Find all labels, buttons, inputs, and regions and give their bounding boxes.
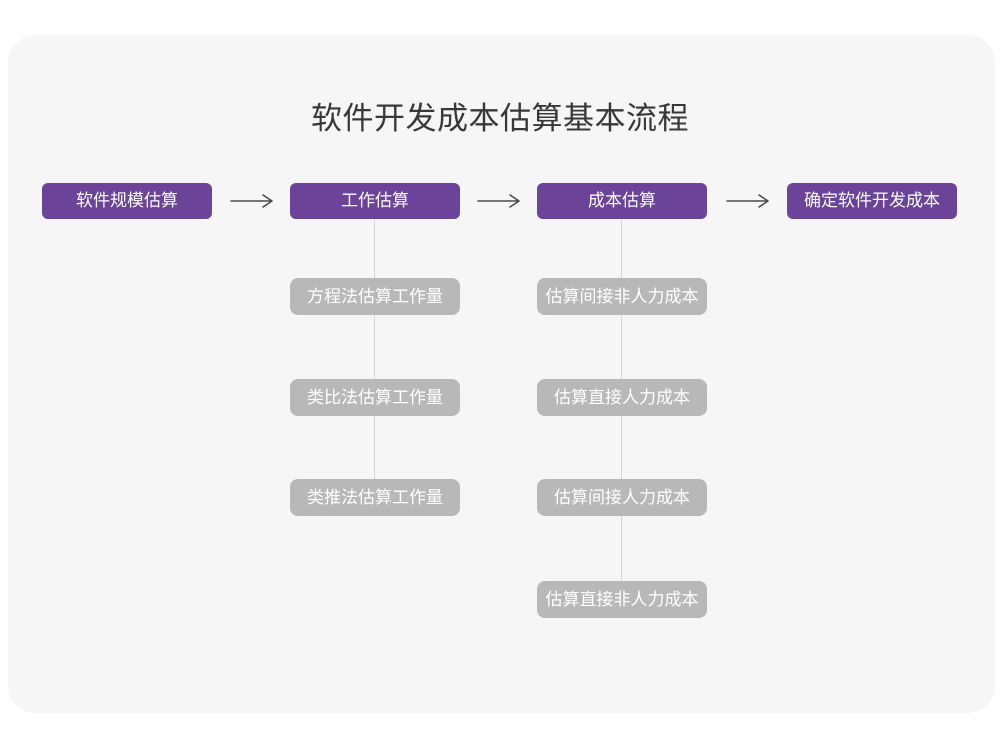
step-box-work-estimation: 工作估算 bbox=[290, 183, 460, 219]
flowchart-card bbox=[8, 35, 995, 713]
substep-box-extrapolation-method: 类推法估算工作量 bbox=[290, 479, 460, 516]
arrow-right-icon bbox=[230, 194, 273, 208]
substep-box-analogy-method: 类比法估算工作量 bbox=[290, 379, 460, 416]
arrow-right-icon bbox=[477, 194, 520, 208]
arrow-right-icon bbox=[726, 194, 769, 208]
connector-line-work-estimation bbox=[374, 219, 375, 479]
substep-box-direct-nonlabor-cost: 估算直接非人力成本 bbox=[537, 581, 707, 618]
diagram-title: 软件开发成本估算基本流程 bbox=[311, 101, 689, 136]
substep-box-direct-labor-cost: 估算直接人力成本 bbox=[537, 379, 707, 416]
step-box-determine-dev-cost: 确定软件开发成本 bbox=[787, 183, 957, 219]
substep-box-equation-method: 方程法估算工作量 bbox=[290, 278, 460, 315]
substep-box-indirect-nonlabor-cost: 估算间接非人力成本 bbox=[537, 278, 707, 315]
substep-box-indirect-labor-cost: 估算间接人力成本 bbox=[537, 479, 707, 516]
step-box-software-scale-estimation: 软件规模估算 bbox=[42, 183, 212, 219]
step-box-cost-estimation: 成本估算 bbox=[537, 183, 707, 219]
